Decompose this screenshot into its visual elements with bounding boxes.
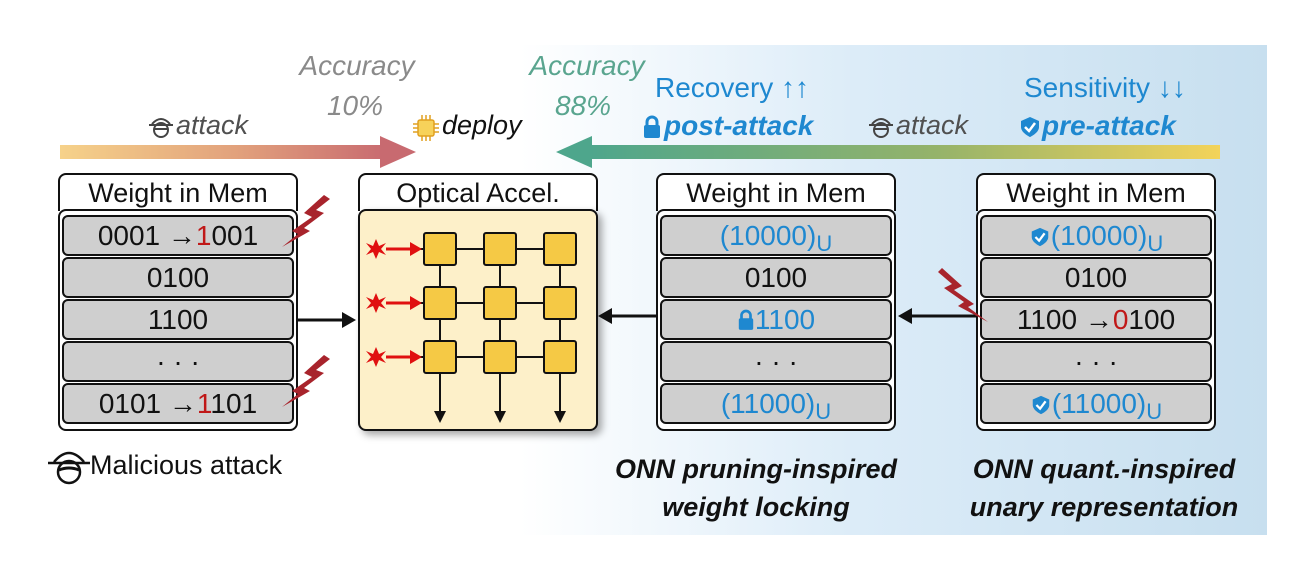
malicious-attack-caption: Malicious attack [90, 450, 283, 480]
flipped-bit: 1 [195, 220, 212, 251]
recovery-label: Recovery ↑↑ [655, 72, 810, 103]
flipped-bit: 1 [196, 388, 212, 419]
row-text: 100 [1128, 304, 1176, 335]
deploy-label: deploy [442, 110, 522, 140]
shield-icon [1032, 395, 1050, 415]
locking-caption-line2: weight locking [662, 492, 850, 522]
memory-row-2: 0100 [62, 257, 294, 298]
defense-flow-arrow-right [590, 145, 1220, 159]
hacker-icon-right [869, 118, 893, 138]
row-text: 0101 → [98, 388, 197, 419]
row-text: 001 [211, 220, 259, 251]
accelerator-mesh [366, 232, 577, 423]
unary-caption-line2: unary representation [969, 492, 1239, 522]
row-text: 1100 → [1016, 304, 1113, 335]
unary-subscript: U [1147, 231, 1164, 256]
hacker-icon-large [48, 451, 90, 485]
unary-caption-line1: ONN quant.-inspired [972, 454, 1236, 484]
lightning-icon [938, 268, 988, 322]
memory-row-2: 0100 [980, 257, 1212, 298]
unary-value: (10000) [1050, 220, 1148, 251]
lightning-icon [282, 195, 330, 247]
memory-row-1: (10000)U [980, 215, 1212, 256]
post-attack-label: post-attack [664, 110, 814, 141]
mid-accuracy-label: Accuracy [529, 50, 645, 81]
memory-title: Weight in Mem [976, 173, 1216, 211]
memory-body: 0001 →1001 0100 1100 · · · 0101 →1101 [58, 209, 298, 431]
left-accuracy-value: 10% [326, 90, 384, 121]
pre-attack-label: pre-attack [1042, 110, 1176, 141]
accelerator-title: Optical Accel. [358, 173, 598, 211]
lightning-icon [282, 355, 330, 407]
arrow-head-left [556, 136, 592, 168]
lock-icon [738, 309, 754, 330]
memory-row-2: 0100 [660, 257, 892, 298]
memory-row-3: 1100 →0100 [980, 299, 1212, 340]
memory-row-5: 0101 →1101 [62, 383, 294, 424]
memory-title: Weight in Mem [58, 173, 298, 211]
memory-row-4: · · · [980, 341, 1212, 382]
memory-body: (10000)U 0100 1100 →0100 · · · (11000)U [976, 209, 1216, 431]
row-text: 101 [211, 388, 258, 419]
left-accuracy-label: Accuracy [299, 50, 415, 81]
memory-row-1: 0001 →1001 [62, 215, 294, 256]
sensitivity-label: Sensitivity ↓↓ [1024, 72, 1186, 103]
unary-subscript: U [1146, 399, 1163, 424]
memory-row-4: · · · [660, 341, 892, 382]
memory-body: (10000)U 0100 1100 · · · (11000)U [656, 209, 896, 431]
hacker-icon [149, 118, 173, 138]
unary-value: (11000) [720, 388, 816, 419]
row-text: 0001 → [97, 220, 196, 251]
shield-icon [1031, 227, 1049, 247]
connector-arrow [898, 308, 976, 324]
flipped-bit: 0 [1112, 304, 1129, 335]
locked-value: 1100 [754, 304, 816, 335]
unary-subscript: U [815, 399, 832, 424]
memory-row-5: (11000)U [980, 383, 1212, 424]
arrow-head-right [380, 136, 416, 168]
connector-arrow [598, 308, 656, 324]
unary-subscript: U [816, 231, 833, 256]
memory-row-3: 1100 [660, 299, 892, 340]
unary-value: (10000) [719, 220, 817, 251]
attack-flow-arrow-left [60, 145, 388, 159]
connector-arrow [298, 312, 356, 328]
attack-label-right: attack [896, 110, 969, 140]
attack-label-left: attack [176, 110, 249, 140]
memory-row-4: · · · [62, 341, 294, 382]
optical-accelerator [358, 209, 598, 431]
unary-value: (11000) [1051, 388, 1147, 419]
chip-icon [413, 115, 439, 141]
memory-title: Weight in Mem [656, 173, 896, 211]
memory-row-5: (11000)U [660, 383, 892, 424]
shield-icon [1021, 117, 1039, 137]
lock-icon [644, 115, 660, 138]
memory-row-1: (10000)U [660, 215, 892, 256]
memory-row-3: 1100 [62, 299, 294, 340]
mid-accuracy-value: 88% [554, 90, 612, 121]
locking-caption-line1: ONN pruning-inspired [615, 454, 897, 484]
